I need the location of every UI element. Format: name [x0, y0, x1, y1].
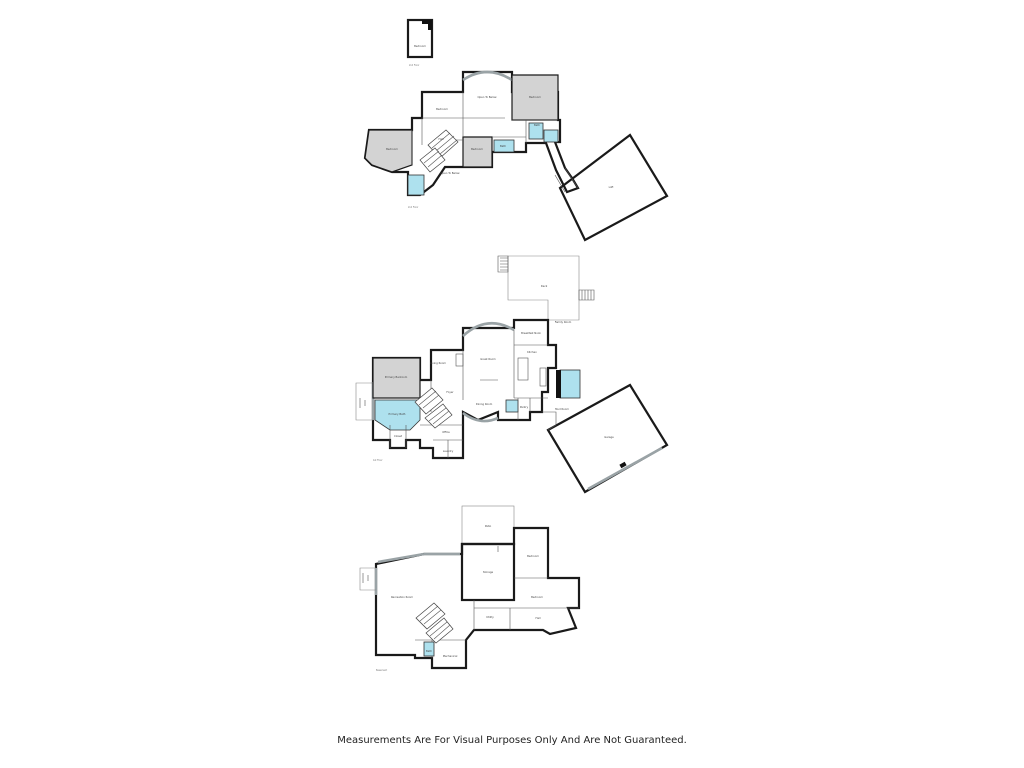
lower-bump-west-inner [362, 573, 369, 583]
main-bump-west [355, 382, 373, 421]
room-label-lower-patio: Patio [485, 524, 492, 528]
upper-bath-ne-2 [543, 129, 559, 143]
detached-dark-corner [422, 20, 432, 30]
room-label-upper-bedroom-w: Bedroom [386, 147, 398, 151]
main-floor-label: 1st Floor [373, 459, 383, 462]
main-garage-door [587, 446, 663, 491]
room-label-upper-open: Open To Below [477, 95, 497, 99]
room-label-main-pantry: Pantry [520, 405, 529, 409]
lower-storage [460, 542, 516, 602]
upper-floor-label: 2nd Floor [408, 206, 418, 209]
room-label-main-closet: Closet [394, 434, 402, 438]
room-label-main-family: Family Room [555, 320, 572, 324]
room-label-lower-hall: Hall [536, 616, 541, 620]
room-label-upper-bath-c: Bath [500, 144, 506, 148]
room-label-main-primary-bath: Primary Bath [389, 412, 406, 416]
main-garage-link [542, 411, 557, 431]
upper-bath-w [407, 174, 425, 196]
main-bump-west-inner [359, 398, 366, 408]
main-powder-bath [505, 399, 519, 413]
room-label-upper-bedroom-c: Bedroom [471, 147, 483, 151]
room-label-lower-bath: Bath [426, 649, 432, 653]
detached-room [406, 18, 434, 59]
upper-loft-bridge [554, 167, 579, 193]
room-label-upper-bedroom-nw: Bedroom [436, 107, 448, 111]
lower-window-nw [377, 552, 425, 564]
lower-stair [415, 602, 454, 644]
room-label-main-laundry: Laundry [443, 449, 454, 453]
room-label-upper-bath-ne: Bath [534, 123, 540, 127]
detached-floor-note: 2nd Floor [409, 64, 419, 67]
main-stair [414, 387, 453, 429]
room-label-lower-bedroom-r2: Bedroom [531, 595, 543, 599]
room-label-main-mud: Mud Room [555, 407, 569, 411]
lower-bath [423, 641, 435, 657]
main-mud-dark [556, 370, 561, 398]
lower-bump-west [359, 567, 376, 591]
room-label-upper-bedroom-ne: Bedroom [529, 95, 541, 99]
upper-floor-plan: Bedroom 2nd Floor Bedroom Bedroom Open [363, 18, 669, 242]
lower-floor-label: Basement [376, 669, 387, 672]
main-bay-window [462, 322, 515, 337]
main-floor-plan: Deck Breakfast Nook Family Room Living R… [355, 255, 669, 494]
room-label-main-office: Office [442, 430, 450, 434]
main-fireplace [455, 353, 464, 367]
main-deck-stairs [497, 255, 595, 301]
main-deck [507, 255, 580, 321]
main-garage-mark [619, 461, 627, 469]
upper-loft [558, 133, 669, 242]
room-label-upper-hall: Hall [439, 137, 444, 141]
lower-partitions [415, 546, 579, 658]
upper-bath-ne-1 [528, 122, 544, 140]
disclaimer-text: Measurements Are For Visual Purposes Onl… [337, 735, 687, 746]
room-label-lower-bedroom-r: Bedroom [527, 554, 539, 558]
room-label-lower-mech: Mechanical [443, 654, 458, 658]
upper-bedroom-c [462, 136, 493, 168]
room-label-lower-storage: Storage [483, 570, 494, 574]
upper-bath-c [493, 139, 515, 153]
room-label-main-garage: Garage [604, 435, 614, 439]
room-label-lower-recreation: Recreation Room [391, 595, 414, 599]
upper-bay-window [462, 70, 513, 82]
room-label-main-dining: Dining Room [476, 402, 493, 406]
main-mud-bath [559, 369, 581, 399]
room-label-main-primary-bedroom: Primary Bedroom [385, 375, 408, 379]
upper-stair [419, 129, 459, 173]
room-label-main-deck: Deck [541, 284, 548, 288]
main-kitchen-counter [539, 367, 547, 387]
room-label-detached: Bedroom [414, 44, 426, 48]
main-front-arc [462, 411, 499, 423]
main-kitchen-island [517, 357, 529, 381]
room-label-upper-loft: Loft [609, 185, 614, 189]
main-primary-bedroom [372, 357, 421, 399]
room-label-main-living: Living Room [430, 361, 446, 365]
room-label-main-foyer: Foyer [446, 390, 454, 394]
main-garage [546, 383, 669, 494]
lower-floor-plan: Patio Storage Bedroom Bedroom Recreation… [359, 505, 581, 672]
room-label-main-breakfast: Breakfast Nook [521, 331, 541, 335]
room-label-lower-utility: Utility [486, 615, 494, 619]
room-label-main-kitchen: Kitchen [527, 350, 537, 354]
room-label-main-great: Great Room [480, 357, 496, 361]
room-label-upper-stair: Open To Below [440, 171, 460, 175]
